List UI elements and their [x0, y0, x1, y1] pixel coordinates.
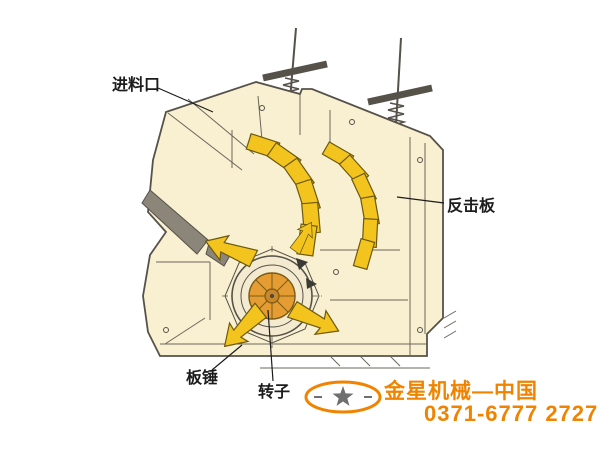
watermark-phone-number: 0371-6777 2727	[424, 401, 598, 426]
machine-housing	[142, 81, 444, 357]
plate-hammer-label: 板锤	[186, 368, 218, 387]
leader-plate-hammer	[211, 344, 243, 371]
impact-plate-arc-second	[321, 141, 381, 271]
leader-rotor	[267, 309, 274, 382]
star-icon	[332, 386, 354, 406]
leader-feed-inlet	[157, 87, 214, 113]
blow-bar-hammers	[204, 221, 340, 348]
watermark-company-name: 金星机械—中国	[383, 379, 538, 403]
flow-direction-arrows	[296, 258, 317, 289]
leader-impact-plate	[396, 196, 445, 204]
feed-inlet-label: 进料口	[112, 75, 160, 94]
rotor-label: 转子	[258, 382, 290, 401]
feed-curtain-plate	[141, 189, 209, 255]
leader-lines	[157, 87, 445, 382]
watermark: 金星机械—中国 0371-6777 2727	[304, 379, 598, 427]
impact-plate-label: 反击板	[447, 196, 496, 215]
housing-internal-lines	[156, 95, 457, 369]
bolt-circles	[163, 105, 423, 333]
